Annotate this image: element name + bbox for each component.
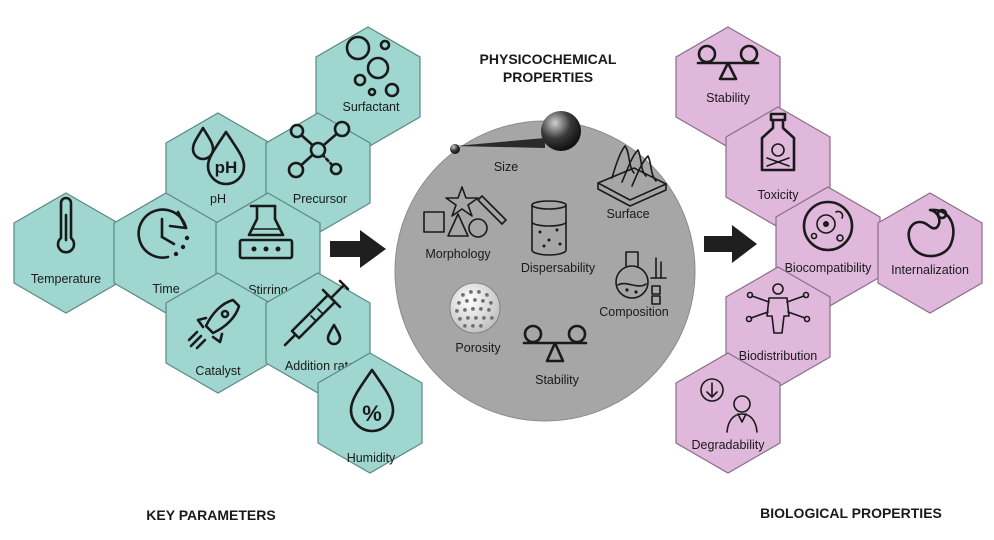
label-dispersability: Dispersability <box>521 261 596 275</box>
label-toxicity: Toxicity <box>758 188 800 202</box>
body-network-icon <box>745 283 811 334</box>
balance-icon <box>696 44 760 81</box>
beaker-icon <box>531 200 567 256</box>
label-stirring: Stirring <box>248 283 288 297</box>
label-bio-stability: Stability <box>706 91 751 105</box>
poison-bottle-icon <box>760 112 796 172</box>
rocket-icon <box>187 298 241 350</box>
label-porosity: Porosity <box>455 341 501 355</box>
hex-catalyst: Catalyst <box>165 272 271 394</box>
label-temperature: Temperature <box>31 272 101 286</box>
hex-addition-rate: Addition rate <box>265 272 371 394</box>
label-humidity: Humidity <box>347 451 396 465</box>
humidity-drop-icon: % <box>349 368 395 433</box>
label-stability-center: Stability <box>535 373 580 387</box>
cell-icon <box>802 200 854 252</box>
droplets-icon: pH <box>191 126 246 186</box>
label-biocompatibility: Biocompatibility <box>785 261 873 275</box>
biological-cluster: Stability Toxicity <box>675 26 983 474</box>
hex-biocompatibility: Biocompatibility <box>775 186 881 308</box>
label-size: Size <box>494 160 518 174</box>
molecule-icon <box>287 120 351 179</box>
flask-icon <box>615 251 667 305</box>
arrow-to-properties <box>330 230 386 268</box>
hex-degradability: Degradability <box>675 352 781 474</box>
label-internalization: Internalization <box>891 263 969 277</box>
hex-temperature: Temperature <box>13 192 119 314</box>
degradation-person-icon <box>700 378 758 433</box>
balance-icon <box>522 324 588 363</box>
title-key-parameters: KEY PARAMETERS <box>146 507 275 523</box>
label-ph: pH <box>210 192 226 206</box>
hex-toxicity: Toxicity <box>725 106 831 228</box>
clock-icon <box>137 208 190 259</box>
hex-internalization: Internalization <box>877 192 983 314</box>
thermometer-icon <box>56 196 76 254</box>
svg-text:pH: pH <box>215 158 238 177</box>
label-composition: Composition <box>599 305 669 319</box>
porous-sphere-icon <box>449 282 501 334</box>
title-biological-properties: BIOLOGICAL PROPERTIES <box>760 505 942 521</box>
hex-humidity: % Humidity <box>317 352 423 474</box>
label-biodistribution: Biodistribution <box>739 349 818 363</box>
title-physicochemical-line1: PHYSICOCHEMICAL <box>480 51 617 67</box>
label-catalyst: Catalyst <box>195 364 241 378</box>
key-parameters-cluster: Surfactant pH pH <box>13 26 423 474</box>
hex-bio-stability: Stability <box>675 26 781 148</box>
label-time: Time <box>152 282 179 296</box>
morphology-icon <box>423 186 507 238</box>
label-precursor: Precursor <box>293 192 347 206</box>
arrow-to-biological <box>704 225 757 263</box>
hex-precursor: Precursor <box>265 112 371 234</box>
label-morphology: Morphology <box>425 247 491 261</box>
cell-uptake-icon <box>907 208 955 258</box>
title-physicochemical-line2: PROPERTIES <box>503 69 593 85</box>
syringe-icon <box>283 279 350 347</box>
hex-ph: pH pH <box>165 112 271 234</box>
bubbles-icon <box>345 35 400 98</box>
label-degradability: Degradability <box>692 438 766 452</box>
svg-text:%: % <box>362 401 382 426</box>
size-icon <box>450 111 581 154</box>
physicochemical-group: PHYSICOCHEMICAL PROPERTIES Size Surface <box>394 51 696 422</box>
label-addition-rate: Addition rate <box>285 359 355 373</box>
surface-icon <box>597 145 667 207</box>
label-surface: Surface <box>606 207 649 221</box>
stirrer-icon <box>238 204 294 260</box>
label-surfactant: Surfactant <box>343 100 401 114</box>
